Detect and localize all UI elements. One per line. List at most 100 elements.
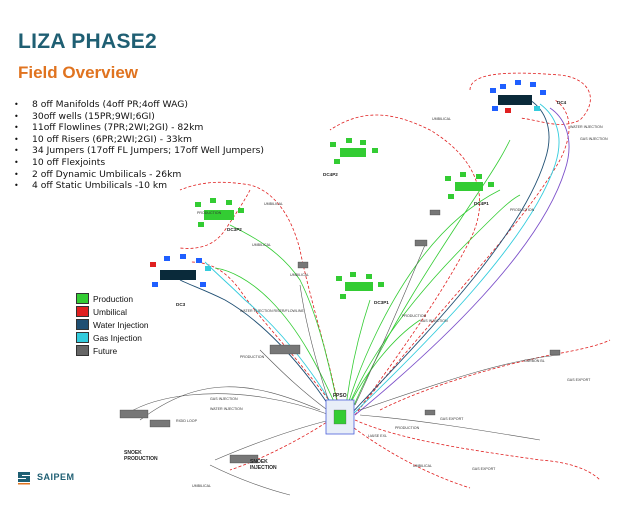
future-path <box>209 464 291 496</box>
future-path <box>354 244 426 406</box>
production-path <box>229 224 341 416</box>
well <box>490 88 496 93</box>
bullet-item: 11off Flowlines (7PR;2WI;2GI) - 82km <box>14 122 264 134</box>
future-manifold <box>229 454 259 464</box>
purple-line <box>354 107 570 416</box>
bullet-item: 34 Jumpers (17off FL Jumpers; 17off Well… <box>14 145 264 157</box>
umbilical-path <box>229 419 331 471</box>
well <box>340 294 346 299</box>
pipeline-label: PRODUCTION <box>395 426 420 430</box>
pipeline-label: PRODUCTION <box>240 355 265 359</box>
manifold <box>160 270 196 280</box>
well <box>488 182 494 187</box>
well <box>164 256 170 261</box>
legend-label: Umbilical <box>93 306 127 317</box>
pipeline-label: GAS INJECTION <box>420 319 448 323</box>
umbilical-path <box>354 419 601 481</box>
saipem-logo: SAIPEM <box>15 468 75 486</box>
well <box>460 172 466 177</box>
pipeline-label: PRODUCTION <box>402 314 427 318</box>
pipeline-label: PRODUCTION <box>197 211 222 215</box>
legend-label: Production <box>93 293 134 304</box>
future-path <box>359 414 541 441</box>
legend-label: Water Injection <box>93 319 149 330</box>
manifold <box>204 210 234 220</box>
umbilical-lines <box>179 72 611 489</box>
production-path <box>344 194 521 416</box>
well <box>226 200 232 205</box>
umbilical-label: UMBILICAL <box>192 484 211 488</box>
pipeline-label: UMBILICAL <box>413 464 432 468</box>
saipem-logo-text: SAIPEM <box>37 472 75 482</box>
manifold <box>498 95 532 105</box>
saipem-logo-icon <box>15 468 33 486</box>
legend: Production Umbilical Water Injection Gas… <box>76 292 149 357</box>
legend-item: Production <box>76 292 149 305</box>
future-lines <box>124 244 561 496</box>
drill-center-dc4p1 <box>445 172 494 199</box>
well <box>196 258 202 263</box>
drill-center-dc4 <box>490 80 546 113</box>
well <box>350 272 356 277</box>
water-injection-path <box>179 279 336 416</box>
pipeline-label: LIAISE EXL <box>368 434 387 438</box>
legend-label: Gas Injection <box>93 332 142 343</box>
bullet-list: 8 off Manifolds (4off PR;4off WAG) 30off… <box>12 99 264 192</box>
production-path <box>349 139 511 416</box>
umbilical-path <box>329 114 481 416</box>
dc-label: DC3P2 <box>227 227 242 232</box>
well <box>336 276 342 281</box>
umbilical-path <box>189 261 341 416</box>
injection-lines <box>179 99 570 416</box>
legend-item: Water Injection <box>76 318 149 331</box>
dc-label: DC3 <box>176 302 186 307</box>
future-path <box>214 419 331 461</box>
drill-center-dc4p2 <box>330 138 378 164</box>
well <box>500 84 506 89</box>
fpso-turret <box>333 409 347 425</box>
umbilical-path <box>179 189 251 249</box>
dc-label: DC4 <box>557 100 567 105</box>
manifold <box>340 148 366 157</box>
pipeline-label: GAS INJECTION <box>580 137 608 141</box>
well <box>150 262 156 267</box>
bullet-item: 8 off Manifolds (4off PR;4off WAG) <box>14 99 264 111</box>
fpso: FPSO <box>325 393 355 435</box>
future-manifold <box>269 344 301 355</box>
pipeline-label: PRODUCTION <box>510 208 535 212</box>
manifold <box>345 282 373 291</box>
bullet-item: 4 off Static Umbilicals -10 km <box>14 180 264 192</box>
pipeline-label: RIGID LOOP <box>176 419 198 423</box>
pipeline-label: WATER INJECTION <box>570 125 603 129</box>
water-injection-path <box>349 99 550 416</box>
pipeline-label: GAS EXPORT <box>567 378 591 382</box>
future-manifold <box>429 209 441 216</box>
drill-center-dc3p2 <box>195 198 244 227</box>
well <box>445 176 451 181</box>
well <box>200 282 206 287</box>
future-manifold <box>549 349 561 356</box>
well <box>505 108 511 113</box>
future-manifold <box>119 409 149 419</box>
pipeline-label: WATER INJECTION <box>210 407 243 411</box>
well <box>180 254 186 259</box>
legend-swatch <box>76 293 89 304</box>
legend-swatch <box>76 345 89 356</box>
future-manifold <box>414 239 428 247</box>
future-path <box>299 284 331 406</box>
well <box>210 198 216 203</box>
gas-injection-path <box>351 103 560 416</box>
well <box>378 282 384 287</box>
bullet-item: 2 off Dynamic Umbilicals - 26km <box>14 169 264 181</box>
drill-center-dc3 <box>150 254 211 287</box>
well <box>366 274 372 279</box>
well <box>330 142 336 147</box>
pipeline-label: GAS EXPORT <box>472 467 496 471</box>
well <box>530 82 536 87</box>
legend-label: Future <box>93 345 118 356</box>
well <box>346 138 352 143</box>
